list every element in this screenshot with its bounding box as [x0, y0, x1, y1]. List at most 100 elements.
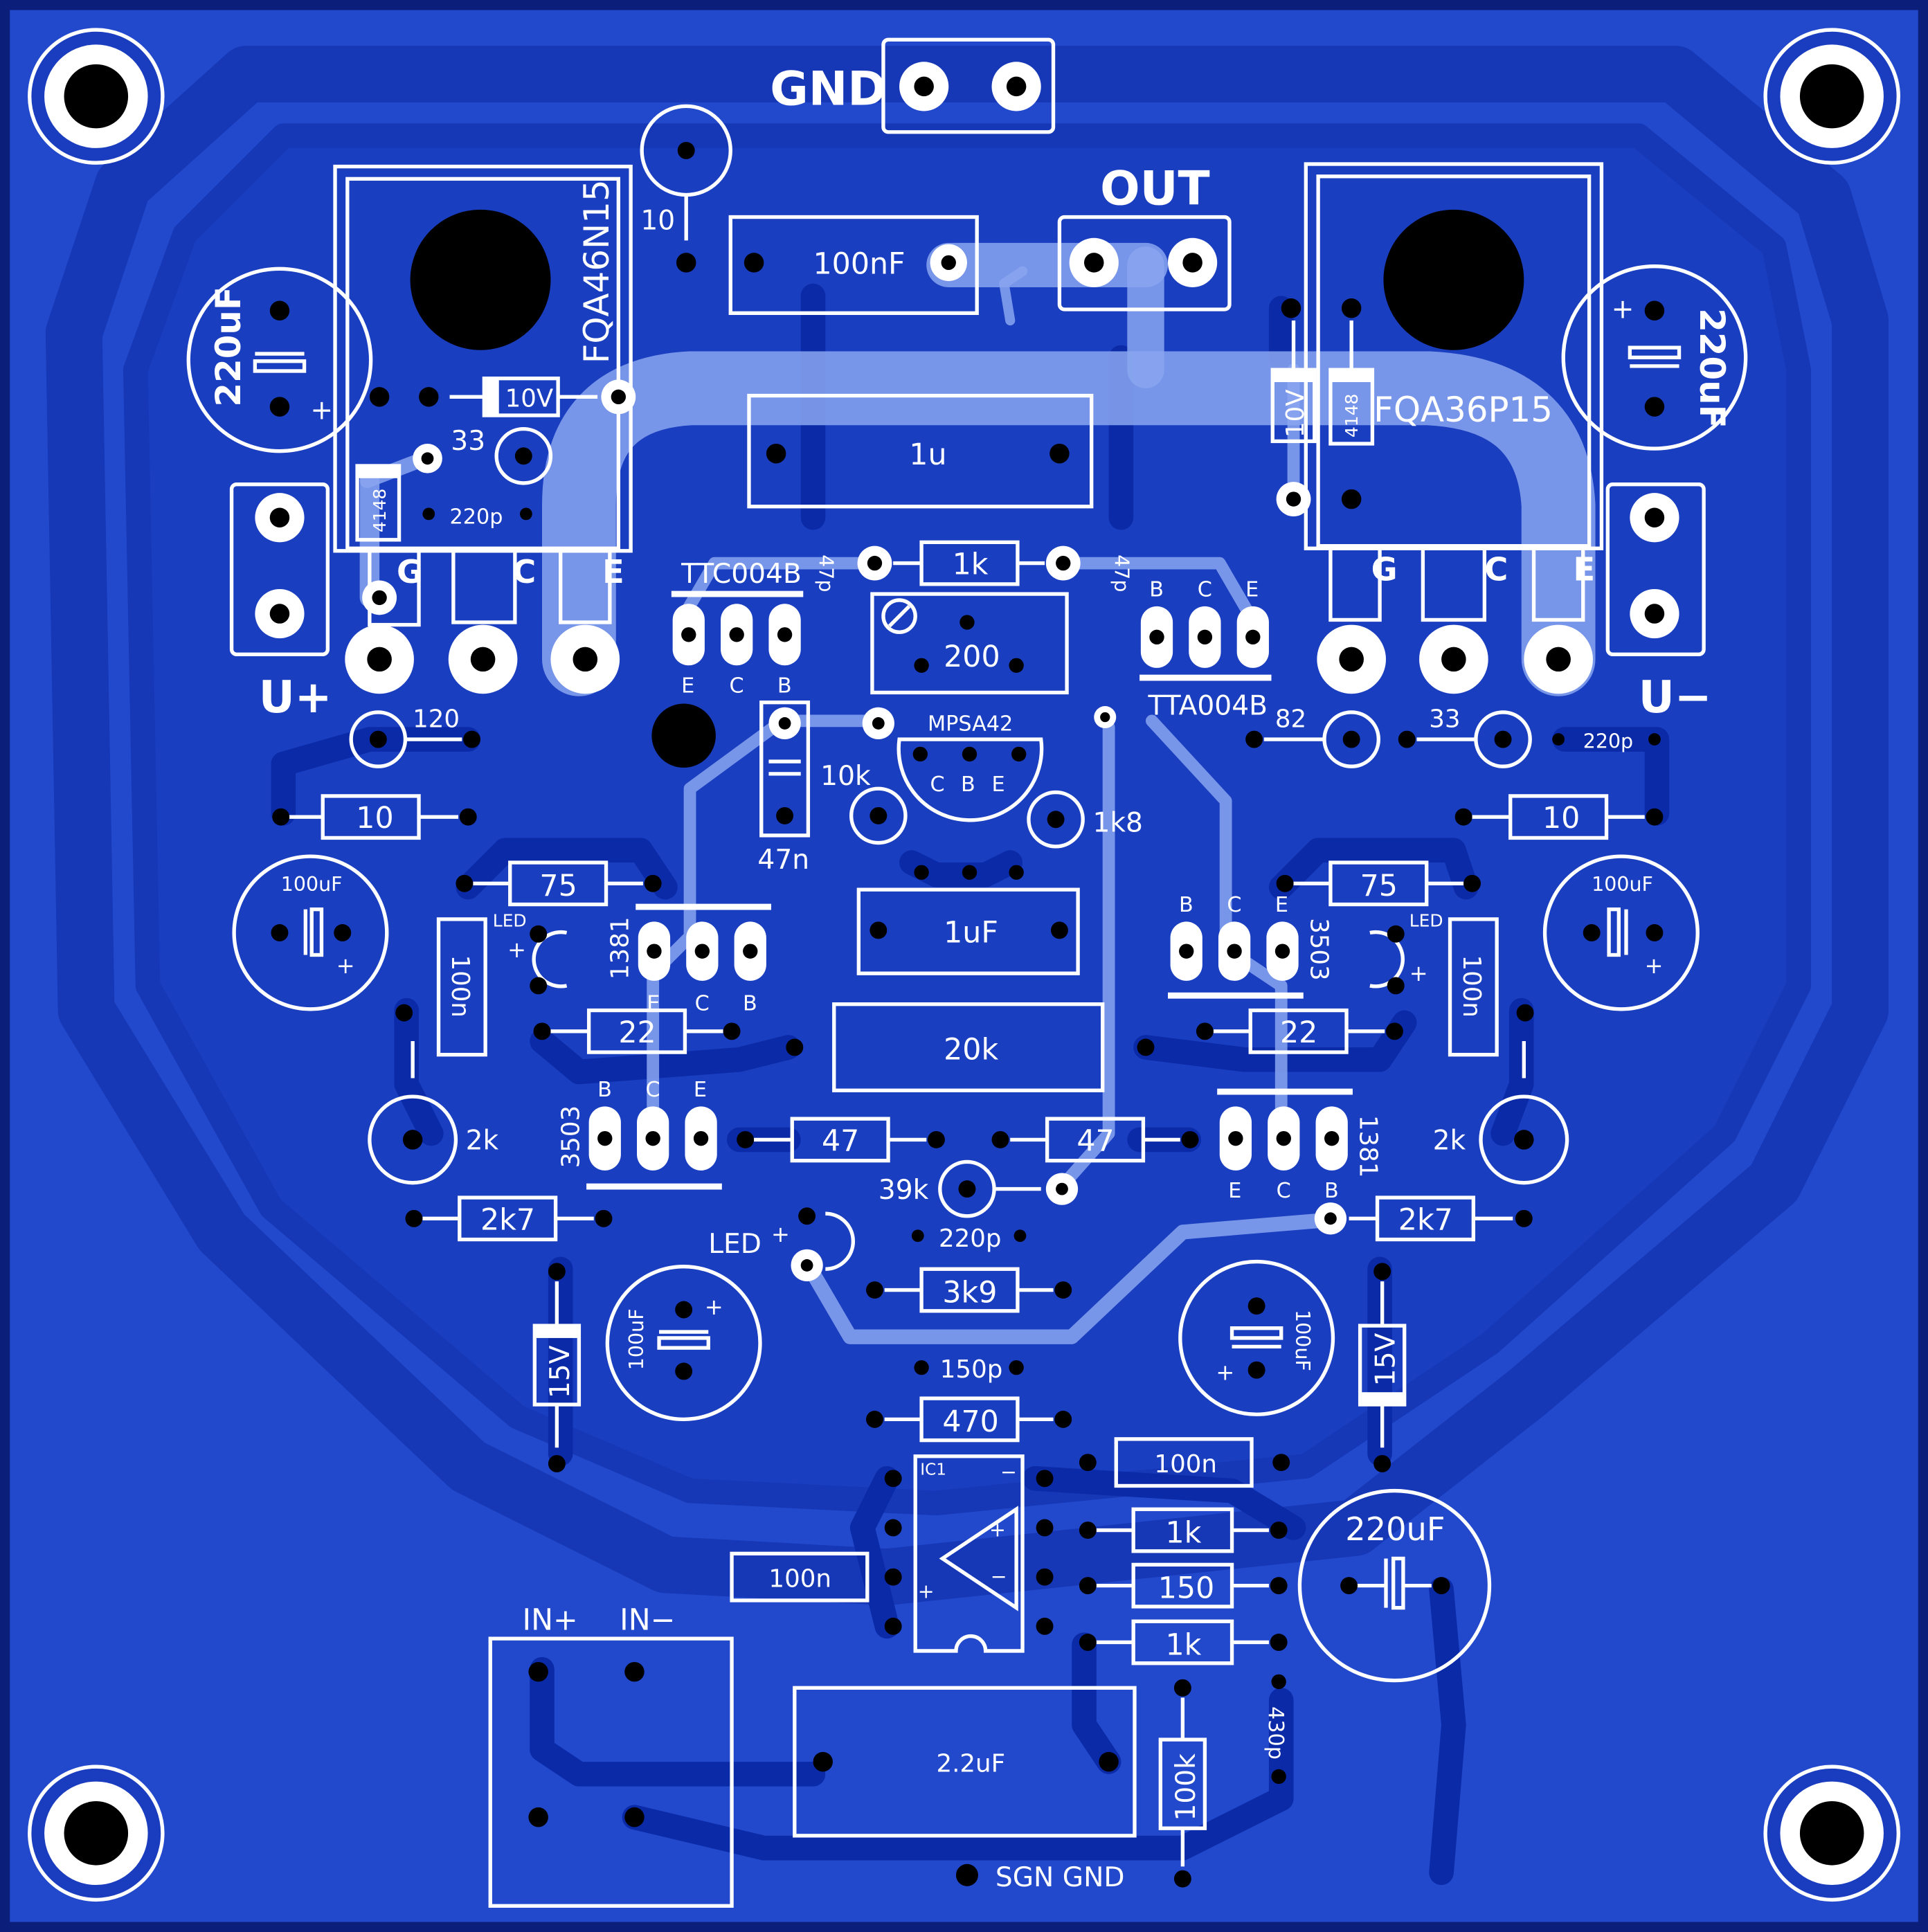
- transistor-1381-left: 1381 E C B: [606, 903, 771, 1016]
- resistor-47-left-label: 47: [822, 1123, 859, 1158]
- q-p-emitter-label: E: [1573, 551, 1595, 588]
- resistor-20k: 20k: [786, 1002, 1155, 1092]
- capacitor-100nF-label: 100nF: [813, 246, 906, 281]
- resistor-10-left-label: 10: [356, 801, 393, 836]
- trimmer-200-label: 200: [944, 640, 1000, 674]
- q-n-gate-label: G: [397, 553, 423, 590]
- ttc-b-label: B: [777, 674, 792, 698]
- resistor-2k7-right: 2k7: [1314, 1195, 1533, 1242]
- gnd-label: GND: [770, 62, 886, 116]
- resistor-2k7-left: 2k7: [405, 1195, 613, 1242]
- resistor-100k-label: 100k: [1171, 1753, 1202, 1821]
- q3503-right-c-label: C: [1227, 893, 1241, 917]
- resistor-2k-left-label: 2k: [466, 1126, 499, 1157]
- resistor-47-left: 47: [737, 1117, 945, 1163]
- capacitor-220p-right: 220p: [1552, 730, 1661, 753]
- resistor-2k7-left-label: 2k7: [480, 1202, 535, 1237]
- diode-4148-left: 4148: [355, 464, 402, 615]
- resistor-39k-label: 39k: [879, 1175, 929, 1206]
- diode-4148-left-label: 4148: [370, 489, 390, 532]
- capacitor-100n-right-label: 100n: [1457, 955, 1486, 1017]
- resistor-75-right-label: 75: [1360, 869, 1398, 903]
- capacitor-1uF-label: 1uF: [944, 916, 998, 950]
- q-n-collector-label: C: [512, 553, 536, 590]
- resistor-100k: 100k: [1158, 1679, 1207, 1888]
- transistor-1381-right: 1381 E C B: [1217, 1088, 1382, 1203]
- led-center: + LED: [708, 1207, 856, 1282]
- capacitor-100uF-left-label: 100uF: [281, 873, 343, 896]
- mpsa42-label: MPSA42: [928, 712, 1013, 737]
- capacitor-100n-left: 100n: [395, 917, 487, 1057]
- capacitor-100n-input: 100n: [730, 1551, 870, 1603]
- capacitor-100nF: 100nF: [728, 215, 979, 316]
- u-minus-label: U−: [1639, 672, 1712, 723]
- transistor-1381-left-label: 1381: [606, 917, 635, 980]
- transistor-mpsa42: MPSA42 C B E: [897, 712, 1044, 880]
- resistor-39k: 39k: [879, 1159, 1079, 1218]
- resistor-1k-top-label: 1k: [953, 548, 989, 582]
- copper-pour: [45, 46, 1889, 1606]
- ic1-plus-label: +: [918, 1580, 935, 1603]
- capacitor-2-2uF: 2.2uF: [793, 1686, 1137, 1838]
- mosfet-fqa46n15-label: FQA46N15: [577, 179, 617, 363]
- zener-10v-right: 10V: [1270, 298, 1317, 516]
- resistor-33-left: 33: [413, 426, 553, 485]
- mounting-hole-bl: [28, 1764, 165, 1902]
- q1381-left-c-label: C: [695, 992, 710, 1016]
- resistor-82: 82: [1245, 705, 1380, 768]
- tta-b-label: B: [1149, 578, 1164, 602]
- capacitor-150p-label: 150p: [940, 1355, 1003, 1384]
- capacitor-100uF-right: + 100uF: [1542, 854, 1700, 1011]
- mosfet-fqa36p15-label: FQA36P15: [1373, 390, 1553, 430]
- resistor-33-left-label: 33: [451, 426, 485, 457]
- resistor-22-left-label: 22: [618, 1015, 656, 1050]
- resistor-3k9-label: 3k9: [942, 1275, 997, 1310]
- transistor-3503-left-label: 3503: [557, 1105, 585, 1168]
- q1381-right-e-label: E: [1228, 1179, 1241, 1203]
- q1381-right-c-label: C: [1277, 1179, 1291, 1203]
- mpsa-b-label: B: [961, 773, 975, 797]
- capacitor-100n-right: 100n: [1448, 917, 1534, 1057]
- resistor-1k-top: 1k: [857, 540, 1081, 586]
- resistor-10-top: 10: [640, 104, 732, 273]
- mounting-hole-br: [1763, 1764, 1900, 1902]
- capacitor-100uF-left: + 100uF: [232, 854, 389, 1011]
- tta-c-label: C: [1198, 578, 1212, 602]
- ttc-c-label: C: [729, 674, 744, 698]
- capacitor-220p-center-label: 220p: [939, 1225, 1002, 1253]
- q3503-left-b-label: B: [597, 1078, 612, 1102]
- capacitor-2-2uF-label: 2.2uF: [936, 1749, 1005, 1778]
- mpsa-c-label: C: [930, 773, 945, 797]
- resistor-20k-label: 20k: [944, 1033, 998, 1067]
- capacitor-430p: 430p: [1263, 1674, 1288, 1785]
- in-minus-label: IN−: [620, 1603, 675, 1638]
- zener-10v-left-label: 10V: [505, 385, 554, 413]
- capacitor-220p-left: 220p: [422, 505, 532, 530]
- capacitor-47p-right-label: 47p: [1110, 554, 1133, 592]
- led-left-label: LED: [493, 911, 527, 931]
- opamp-ic1: IC1 − + − +: [884, 1454, 1054, 1653]
- resistor-22-right: 22: [1196, 1008, 1403, 1054]
- power-connector-u-plus: U+: [229, 482, 332, 723]
- capacitor-220p-center: 220p: [911, 1225, 1027, 1253]
- mosfet-fqa46n15: FQA46N15 G C E: [333, 164, 633, 694]
- capacitor-47p-left: 47p: [814, 554, 837, 592]
- capacitor-220uF-bottom: 220uF: [1297, 1488, 1492, 1683]
- gnd-connector: GND: [770, 37, 1056, 134]
- resistor-75-right: 75: [1276, 860, 1481, 907]
- svg-text:+: +: [1645, 953, 1664, 979]
- svg-text:+: +: [705, 1294, 723, 1320]
- resistor-1k-b-label: 1k: [1165, 1627, 1201, 1662]
- mounting-hole-tl: [28, 28, 165, 165]
- capacitor-100n-input-label: 100n: [768, 1564, 831, 1593]
- mounting-hole-tr: [1763, 28, 1900, 165]
- resistor-82-label: 82: [1275, 705, 1306, 733]
- capacitor-100n-left-label: 100n: [446, 955, 474, 1017]
- top-traces: [359, 242, 1596, 1344]
- resistor-75-left: 75: [456, 860, 662, 907]
- transistor-tta004b: TTA004B B C E: [1139, 578, 1272, 721]
- q1381-left-b-label: B: [743, 992, 757, 1016]
- q3503-left-c-label: C: [645, 1078, 660, 1102]
- resistor-33-right-label: 33: [1429, 705, 1460, 733]
- capacitor-220uF-top-left: + 220uF: [186, 267, 373, 453]
